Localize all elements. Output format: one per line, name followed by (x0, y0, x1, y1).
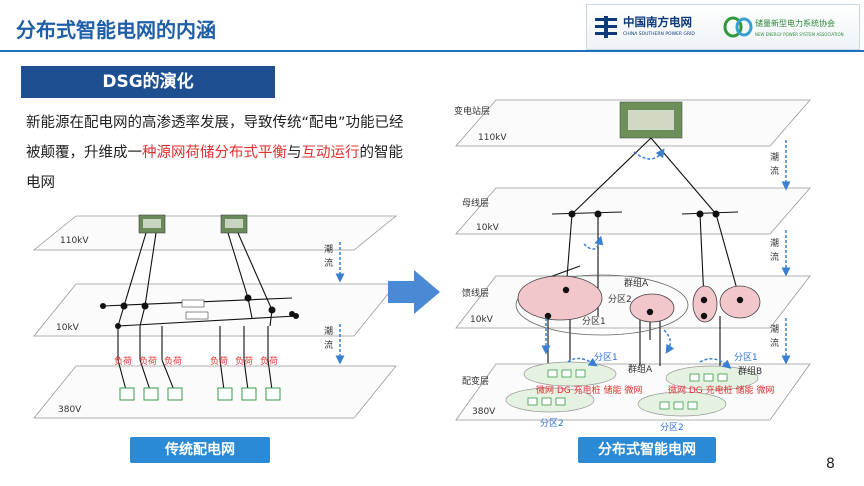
house-icon (119, 387, 135, 401)
right-110kv-label: 110kV (478, 133, 507, 143)
load-label: 负荷 (235, 355, 253, 367)
description-part-3: 的智能电网 (26, 145, 403, 191)
csg-english-name: CHINA SOUTHERN POWER GRID (623, 32, 695, 37)
header-divider (0, 50, 864, 52)
left-380v-label: 380V (58, 405, 82, 415)
house-icon (217, 387, 233, 401)
zone2-right-label: 分区2 (660, 422, 684, 433)
micro-line-right: 微网 DG 充电桩 储能 微网 (668, 384, 774, 396)
traditional-network-diagram: 110kV 10kV 380V 负荷 负荷 (32, 214, 398, 419)
description-text: 新能源在配电网的高渗透率发展，导致传统“配电”功能已经被颠覆，升维成一种源网荷储… (26, 108, 410, 198)
csg-name: 中国南方电网 (623, 15, 692, 29)
layer-380v (33, 365, 397, 419)
load-label: 负荷 (164, 355, 182, 367)
load-label: 负荷 (260, 355, 278, 367)
zone2-feeder-ellipse (517, 275, 603, 321)
left-10kv-label: 10kV (56, 323, 80, 333)
left-flow-label-1: 潮 (324, 325, 333, 337)
right-flow-label-2: 流 (770, 251, 779, 263)
description-part-2: 与 (287, 145, 302, 161)
right-flow-label-1: 潮 (770, 323, 779, 335)
right-feeder-10kv-label: 10kV (470, 315, 494, 325)
layer-10kv (33, 283, 397, 337)
power-station-icon (220, 214, 248, 234)
right-380v-label: 380V (472, 407, 496, 417)
group-a-feeder-label: 群组A (624, 277, 649, 289)
association-logo-icon (723, 16, 753, 38)
group-a-ellipse (515, 274, 689, 336)
zone1-right-label: 分区1 (734, 352, 758, 363)
traditional-network-caption: 传统配电网 (130, 437, 270, 463)
zone1-feeder-label: 分区1 (582, 316, 606, 327)
feeder-layer-label: 馈线层 (462, 287, 489, 299)
right-flow-label-2: 流 (770, 337, 779, 349)
group-a-label: 群组A (628, 363, 653, 375)
description-part-1: 新能源在配电网的高渗透率发展，导致传统“配电”功能已经被颠覆，升维成一 (26, 115, 404, 161)
page-number: 8 (826, 456, 835, 472)
bus-layer-label: 母线层 (462, 197, 489, 209)
house-icon (265, 387, 281, 401)
left-flow-label-2: 流 (324, 257, 333, 269)
association-name: 储量新型电力系统协会 (755, 19, 835, 28)
left-flow-label-1: 潮 (324, 243, 333, 255)
power-station-icon (619, 101, 683, 139)
page-title: 分布式智能电网的内涵 (16, 18, 216, 42)
logo-box: 中国南方电网 CHINA SOUTHERN POWER GRID 储量新型电力系… (586, 4, 860, 50)
distributed-grid-diagram: 变电站层 110kV 母线层 10kV 馈线层 10kV 配变层 380V (454, 99, 811, 433)
section-title: DSG的演化 (21, 66, 275, 98)
group-b-zone-a (692, 285, 718, 323)
substation-layer-label: 变电站层 (454, 105, 490, 117)
power-station-icon (138, 214, 166, 234)
micro-line-left: 微网 DG 充电桩 储能 微网 (536, 384, 642, 396)
load-label: 负荷 (139, 355, 157, 367)
house-icon (143, 387, 159, 401)
distribution-layer-label: 配变层 (462, 375, 489, 387)
load-label: 负荷 (210, 355, 228, 367)
left-flow-label-2: 流 (324, 339, 333, 351)
zone2-left-label: 分区2 (540, 418, 564, 429)
highlight-balance: 种源网荷储分布式平衡 (142, 145, 287, 161)
highlight-interaction: 互动运行 (301, 145, 360, 161)
right-bus-10kv-label: 10kV (476, 223, 500, 233)
slide-header: 分布式智能电网的内涵 中国南方电网 CHINA SOUTHERN POWER G… (0, 0, 864, 54)
zone1-left-label: 分区1 (594, 352, 618, 363)
house-icon (167, 387, 183, 401)
bus-layer (455, 187, 811, 235)
group-b-label: 群组B (738, 365, 762, 377)
right-flow-label-1: 潮 (770, 151, 779, 163)
layer-110kv (32, 215, 398, 251)
house-icon (241, 387, 257, 401)
arrow-right-icon (388, 270, 440, 314)
right-flow-label-1: 潮 (770, 237, 779, 249)
zone2-feeder-label: 分区2 (608, 294, 632, 305)
distributed-grid-caption: 分布式智能电网 (578, 437, 716, 463)
right-flow-label-2: 流 (770, 165, 779, 177)
load-label: 负荷 (114, 355, 132, 367)
zone1-feeder-ellipse (629, 293, 675, 323)
association-english-name: NEW ENERGY POWER SYSTEM ASSOCIATION (755, 32, 844, 37)
csg-logo-icon (595, 16, 617, 38)
left-110kv-label: 110kV (60, 236, 89, 246)
